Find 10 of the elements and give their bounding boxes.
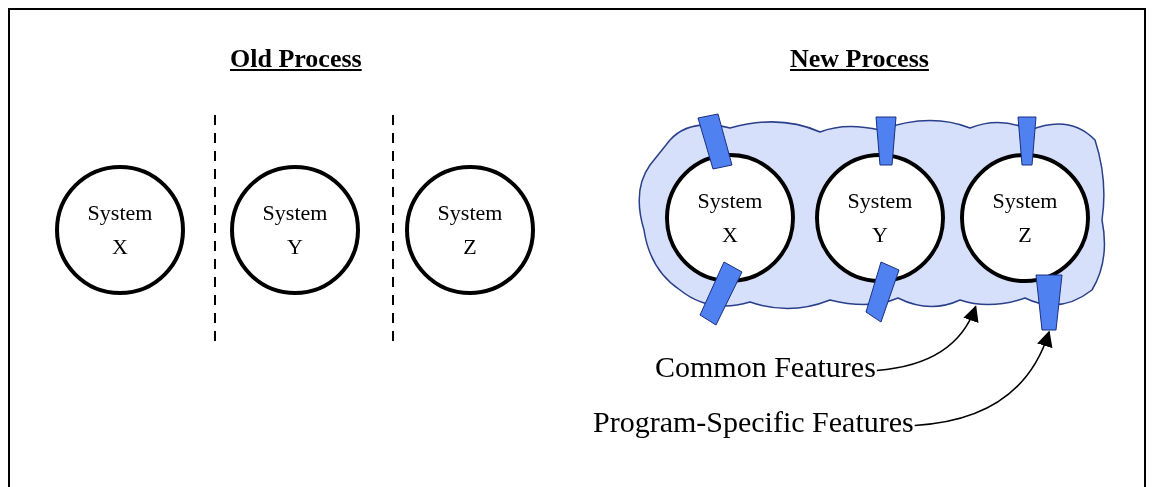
feature-label: Common Features — [655, 350, 876, 384]
feature-tab — [1036, 275, 1062, 330]
leader-arrow — [876, 305, 978, 372]
system-circle: System Y — [230, 165, 360, 295]
system-circle: System X — [55, 165, 185, 295]
system-circle: System Z — [405, 165, 535, 295]
feature-label: Program-Specific Features — [593, 405, 914, 439]
leader-arrow — [914, 330, 1052, 427]
section-heading: New Process — [790, 44, 929, 74]
section-heading: Old Process — [230, 44, 362, 74]
